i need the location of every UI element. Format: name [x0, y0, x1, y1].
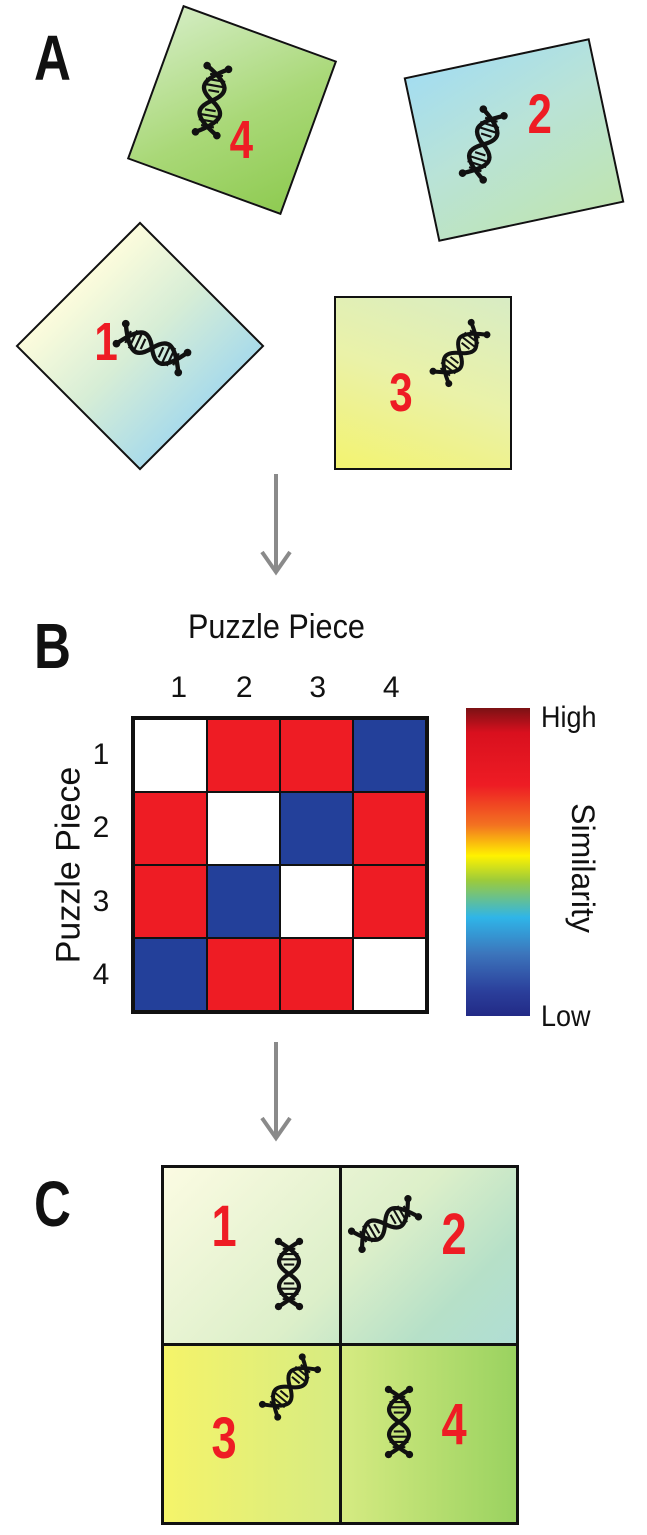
- heatmap-cell: [280, 719, 353, 792]
- dna-icon: [251, 1346, 329, 1428]
- heatmap-column-title: Puzzle Piece: [188, 608, 365, 646]
- down-arrow-icon: [260, 474, 292, 576]
- dna-icon: [342, 1187, 429, 1261]
- colorbar: [466, 708, 530, 1016]
- heatmap-row-tick: 2: [92, 811, 110, 845]
- assembled-piece-1: 1: [164, 1168, 339, 1343]
- puzzle-piece-1: 1: [15, 221, 265, 471]
- heatmap-cell: [280, 865, 353, 938]
- heatmap-cell: [353, 865, 426, 938]
- piece-number-4: 4: [229, 109, 254, 170]
- heatmap-cell: [134, 865, 207, 938]
- heatmap-grid: [131, 716, 429, 1014]
- heatmap-row-tick: 3: [92, 884, 110, 918]
- piece-number-2: 2: [441, 1202, 467, 1267]
- panel-label-b: B: [34, 610, 71, 682]
- heatmap-col-tick: 4: [382, 671, 400, 704]
- piece-number-3: 3: [389, 363, 413, 423]
- panel-label-c: C: [34, 1168, 71, 1240]
- puzzle-piece-3: 3: [334, 296, 512, 470]
- colorbar-title: Similarity: [564, 803, 601, 933]
- assembled-piece-3: 3: [164, 1346, 339, 1522]
- heatmap-row-title: Puzzle Piece: [49, 766, 88, 964]
- heatmap-cell: [207, 865, 280, 938]
- piece-number-4: 4: [441, 1392, 467, 1457]
- heatmap-col-tick: 2: [235, 671, 253, 704]
- puzzle-piece-2: 2: [403, 38, 625, 242]
- heatmap-cell: [280, 792, 353, 865]
- heatmap-cell: [134, 719, 207, 792]
- piece-number-2: 2: [527, 82, 552, 146]
- puzzle-divider-horizontal: [164, 1343, 516, 1346]
- puzzle-piece-4: 4: [126, 4, 338, 216]
- heatmap-cell: [207, 938, 280, 1011]
- heatmap-col-tick: 3: [309, 671, 327, 704]
- heatmap-col-tick: 1: [170, 671, 188, 704]
- piece-number-3: 3: [211, 1406, 237, 1471]
- panel-label-a: A: [34, 22, 71, 94]
- assembled-piece-4: 4: [342, 1346, 516, 1522]
- heatmap-cell: [134, 792, 207, 865]
- colorbar-high-label: High: [541, 701, 597, 734]
- heatmap-cell: [353, 719, 426, 792]
- heatmap-row-tick: 4: [92, 958, 110, 992]
- heatmap-cell: [353, 938, 426, 1011]
- piece-number-1: 1: [94, 311, 118, 372]
- piece-number-1: 1: [211, 1194, 237, 1259]
- heatmap-cell: [353, 792, 426, 865]
- heatmap-row-tick: 1: [92, 737, 110, 771]
- heatmap-cell: [134, 938, 207, 1011]
- heatmap-cell: [280, 938, 353, 1011]
- dna-icon: [451, 102, 516, 188]
- heatmap-cell: [207, 719, 280, 792]
- dna-icon: [423, 313, 498, 393]
- dna-icon: [268, 1236, 310, 1312]
- colorbar-low-label: Low: [541, 1000, 591, 1033]
- heatmap-cell: [207, 792, 280, 865]
- dna-icon: [378, 1384, 420, 1460]
- down-arrow-icon: [260, 1042, 292, 1142]
- assembled-piece-2: 2: [342, 1168, 516, 1343]
- dna-icon: [107, 312, 196, 385]
